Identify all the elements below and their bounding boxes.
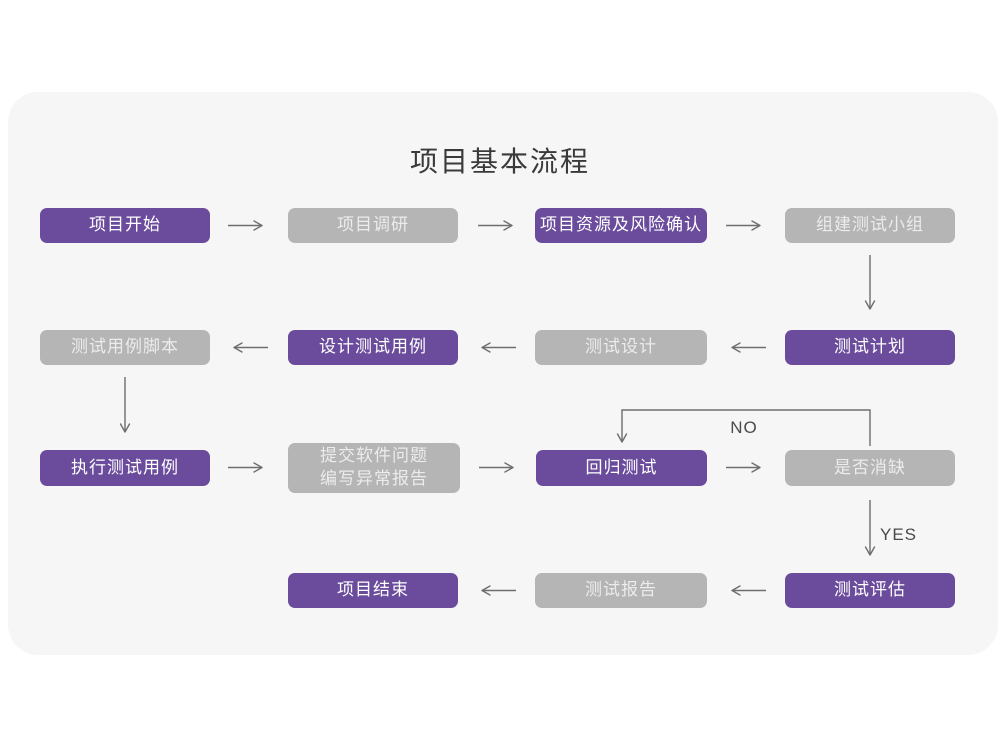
flow-node-test-design: 测试设计: [535, 330, 707, 365]
flow-node-test-plan: 测试计划: [785, 330, 955, 365]
flow-node-project-start: 项目开始: [40, 208, 210, 243]
flow-node-submit-issues: 提交软件问题 编写异常报告: [288, 443, 460, 493]
flow-node-execute-test-cases: 执行测试用例: [40, 450, 210, 486]
flow-node-project-research: 项目调研: [288, 208, 458, 243]
flow-node-defect-resolved: 是否消缺: [785, 450, 955, 486]
flowchart-card: [8, 92, 998, 655]
flow-node-test-report: 测试报告: [535, 573, 707, 608]
flow-node-test-evaluation: 测试评估: [785, 573, 955, 608]
flow-node-test-case-script: 测试用例脚本: [40, 330, 210, 365]
flow-node-design-test-cases: 设计测试用例: [288, 330, 458, 365]
diagram-title: 项目基本流程: [409, 146, 590, 177]
flow-node-regression-test: 回归测试: [536, 450, 707, 486]
flow-node-project-end: 项目结束: [288, 573, 458, 608]
flow-node-risk-confirm: 项目资源及风险确认: [535, 208, 707, 243]
flow-node-build-test-team: 组建测试小组: [785, 208, 955, 243]
